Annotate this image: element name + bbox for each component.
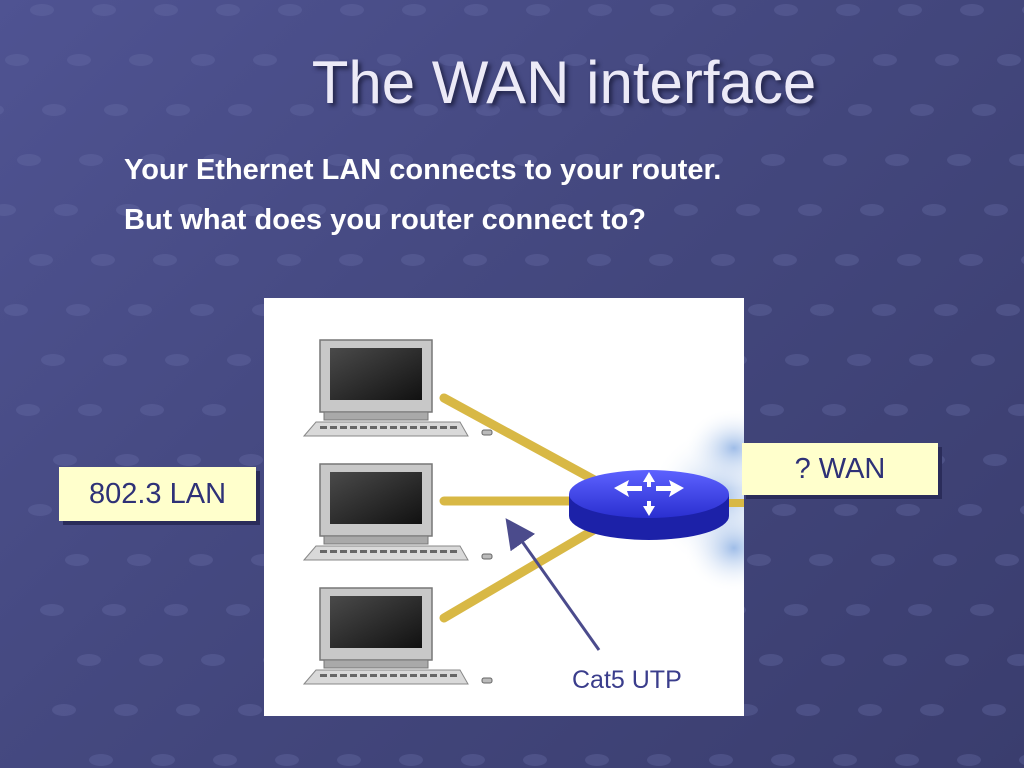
computer-icon [302, 587, 493, 685]
computer-icon [302, 339, 493, 437]
network-diagram [302, 339, 744, 685]
cable-bottom [439, 516, 614, 623]
router-icon [569, 470, 729, 540]
network-diagram-panel [264, 298, 744, 716]
wan-label-box: ? WAN [742, 443, 938, 495]
lan-cables [439, 393, 744, 623]
bullet-line-2: But what does you router connect to? [124, 204, 647, 236]
cable-pointer-arrow [505, 518, 601, 651]
slide-title: The WAN interface [311, 49, 817, 116]
cable-top [439, 393, 614, 493]
cable-label: Cat5 UTP [572, 666, 682, 694]
lan-label-box: 802.3 LAN [59, 467, 256, 521]
bullet-line-1: Your Ethernet LAN connects to your route… [124, 154, 722, 186]
computer-icon [302, 463, 493, 561]
